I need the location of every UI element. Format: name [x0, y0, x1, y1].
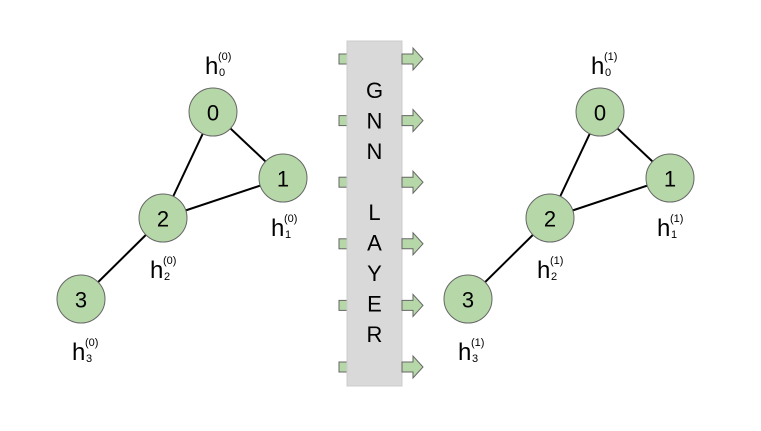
- node-label: 2: [544, 207, 556, 232]
- svg-text:h: h: [72, 339, 85, 366]
- feature-label: h (0) 3: [72, 337, 98, 366]
- svg-text:3: 3: [472, 353, 478, 365]
- svg-text:(1): (1): [471, 337, 484, 349]
- layer-letter: A: [367, 231, 382, 256]
- feature-label: h (0) 2: [150, 255, 176, 284]
- output-arrow-icon: [401, 46, 424, 72]
- node-label: 1: [664, 167, 676, 192]
- node-label: 0: [207, 101, 219, 126]
- layer-letter: R: [367, 322, 383, 347]
- svg-text:3: 3: [86, 353, 92, 365]
- layer-letter: N: [367, 139, 383, 164]
- svg-text:h: h: [537, 257, 550, 284]
- graph-node[interactable]: 1: [645, 153, 695, 203]
- svg-text:2: 2: [164, 271, 170, 283]
- graph-node[interactable]: 3: [56, 274, 106, 324]
- svg-text:1: 1: [285, 229, 291, 241]
- node-label: 1: [277, 167, 289, 192]
- svg-text:(0): (0): [163, 255, 176, 267]
- node-label: 3: [75, 288, 87, 313]
- feature-label: h (1) 3: [458, 337, 484, 366]
- svg-text:2: 2: [551, 271, 557, 283]
- svg-text:0: 0: [219, 67, 225, 79]
- svg-text:(1): (1): [604, 51, 617, 63]
- graph-node[interactable]: 1: [258, 153, 308, 203]
- node-label: 2: [157, 207, 169, 232]
- feature-label: h (0) 0: [205, 51, 231, 80]
- layer-letter: L: [368, 200, 380, 225]
- feature-label: h (1) 2: [537, 255, 563, 284]
- graph-node[interactable]: 2: [525, 193, 575, 243]
- layer-letter: G: [366, 78, 383, 103]
- layer-letter: Y: [367, 261, 382, 286]
- output-graph: 0 1 2 3 h (1) 0 h (1) 1 h (1) 2: [443, 51, 695, 366]
- svg-text:1: 1: [671, 229, 677, 241]
- graph-node[interactable]: 2: [138, 193, 188, 243]
- svg-text:h: h: [271, 215, 284, 242]
- node-label: 3: [462, 288, 474, 313]
- feature-label: h (0) 1: [271, 213, 297, 242]
- output-arrow-icon: [401, 231, 424, 257]
- output-arrows: [401, 46, 424, 380]
- output-arrow-icon: [401, 293, 424, 318]
- svg-text:(0): (0): [218, 51, 231, 63]
- svg-text:h: h: [205, 53, 218, 80]
- output-arrow-icon: [401, 108, 424, 133]
- input-graph: 0 1 2 3 h (0) 0 h (0) 1 h (0) 2: [56, 51, 308, 366]
- svg-text:0: 0: [605, 67, 611, 79]
- svg-text:(1): (1): [670, 213, 683, 225]
- graph-node[interactable]: 0: [188, 87, 238, 137]
- output-arrow-icon: [401, 169, 424, 195]
- svg-text:(1): (1): [550, 255, 563, 267]
- feature-label: h (1) 0: [591, 51, 617, 80]
- graph-node[interactable]: 0: [575, 87, 625, 137]
- feature-label: h (1) 1: [657, 213, 683, 242]
- gnn-layer-box[interactable]: [346, 40, 403, 387]
- node-label: 0: [594, 101, 606, 126]
- svg-text:(0): (0): [85, 337, 98, 349]
- svg-text:(0): (0): [284, 213, 297, 225]
- svg-text:h: h: [458, 339, 471, 366]
- output-arrow-icon: [401, 354, 424, 380]
- svg-text:h: h: [657, 215, 670, 242]
- svg-text:h: h: [150, 257, 163, 284]
- svg-text:h: h: [591, 53, 604, 80]
- layer-letter: N: [367, 109, 383, 134]
- graph-node[interactable]: 3: [443, 274, 493, 324]
- layer-letter: E: [367, 292, 382, 317]
